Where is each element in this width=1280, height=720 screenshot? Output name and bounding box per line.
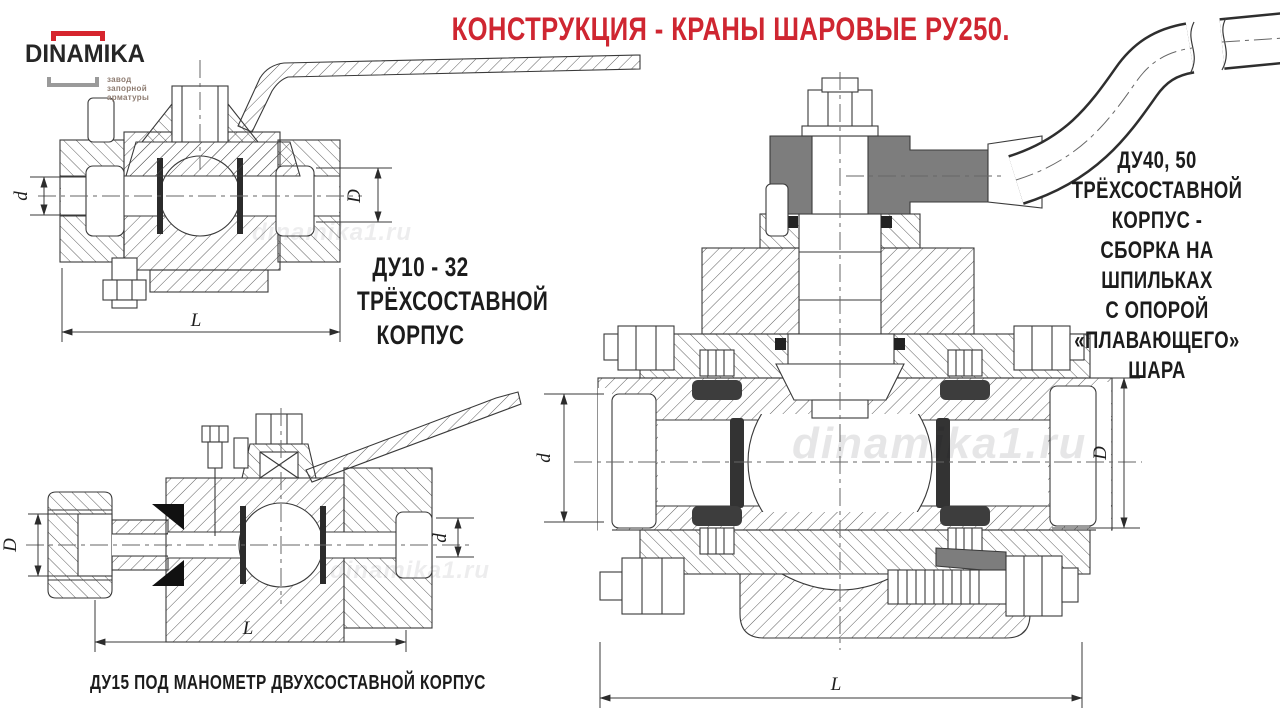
caption-line: ТРЁХСОСТАВНОЙ КОРПУС -: [1071, 177, 1243, 234]
logo-tagline-line: арматуры: [107, 93, 150, 102]
dim-label-D-du40: D: [1090, 446, 1111, 461]
dim-label-d-du10: d: [11, 191, 32, 201]
caption-du40-50: ДУ40, 50 ТРЁХСОСТАВНОЙ КОРПУС - СБОРКА Н…: [1061, 146, 1254, 386]
caption-line: КОРПУС: [376, 320, 465, 350]
dim-label-L-du15: L: [242, 618, 254, 639]
logo-bracket-top-icon: [51, 31, 105, 41]
logo: DINAMIKA завод запорной арматуры: [25, 28, 165, 106]
drawing-valve-du15: [26, 391, 522, 643]
watermark-faint-1: dinamika1.ru: [252, 219, 412, 246]
dim-label-L-du10: L: [190, 310, 202, 331]
caption-du10-32: ДУ10 - 32 ТРЁХСОСТАВНОЙ КОРПУС: [356, 250, 549, 352]
drawing-valve-du10-32: [38, 54, 641, 309]
caption-line: С ОПОРОЙ: [1105, 297, 1209, 324]
logo-wordmark: DINAMIKA: [25, 40, 145, 68]
drawing-valve-du40-50: [574, 12, 1280, 650]
caption-du15: ДУ15 ПОД МАНОМЕТР ДВУХСОСТАВНОЙ КОРПУС: [90, 672, 486, 694]
caption-line: «ПЛАВАЮЩЕГО» ШАРА: [1074, 327, 1240, 384]
page-title: КОНСТРУКЦИЯ - КРАНЫ ШАРОВЫЕ РУ250.: [451, 11, 1010, 47]
dimensions-du10-32: d D L: [11, 167, 392, 342]
watermark-main: dinamika1.ru: [792, 419, 1087, 468]
caption-line: ДУ10 - 32: [372, 252, 469, 282]
dim-label-D-du15: D: [0, 538, 21, 553]
logo-tagline: завод запорной арматуры: [107, 75, 149, 102]
dim-label-d-du15: d: [430, 533, 451, 543]
caption-line: ДУ40, 50: [1117, 147, 1197, 174]
logo-tagline-line: запорной: [107, 84, 147, 93]
dimensions-du40-50: d D L: [534, 377, 1140, 708]
dim-label-L-du40: L: [830, 674, 842, 695]
caption-line: ТРЁХСОСТАВНОЙ: [356, 286, 549, 316]
logo-tagline-line: завод: [107, 75, 132, 84]
dim-label-d-du40: d: [534, 453, 555, 463]
dimensions-du15: D d L: [0, 513, 474, 652]
watermark-faint-2: dinamika1.ru: [330, 557, 490, 584]
caption-line: СБОРКА НА ШПИЛЬКАХ: [1100, 237, 1214, 294]
dim-label-D-du10: D: [344, 189, 365, 204]
logo-bracket-bottom-icon: [47, 77, 99, 87]
